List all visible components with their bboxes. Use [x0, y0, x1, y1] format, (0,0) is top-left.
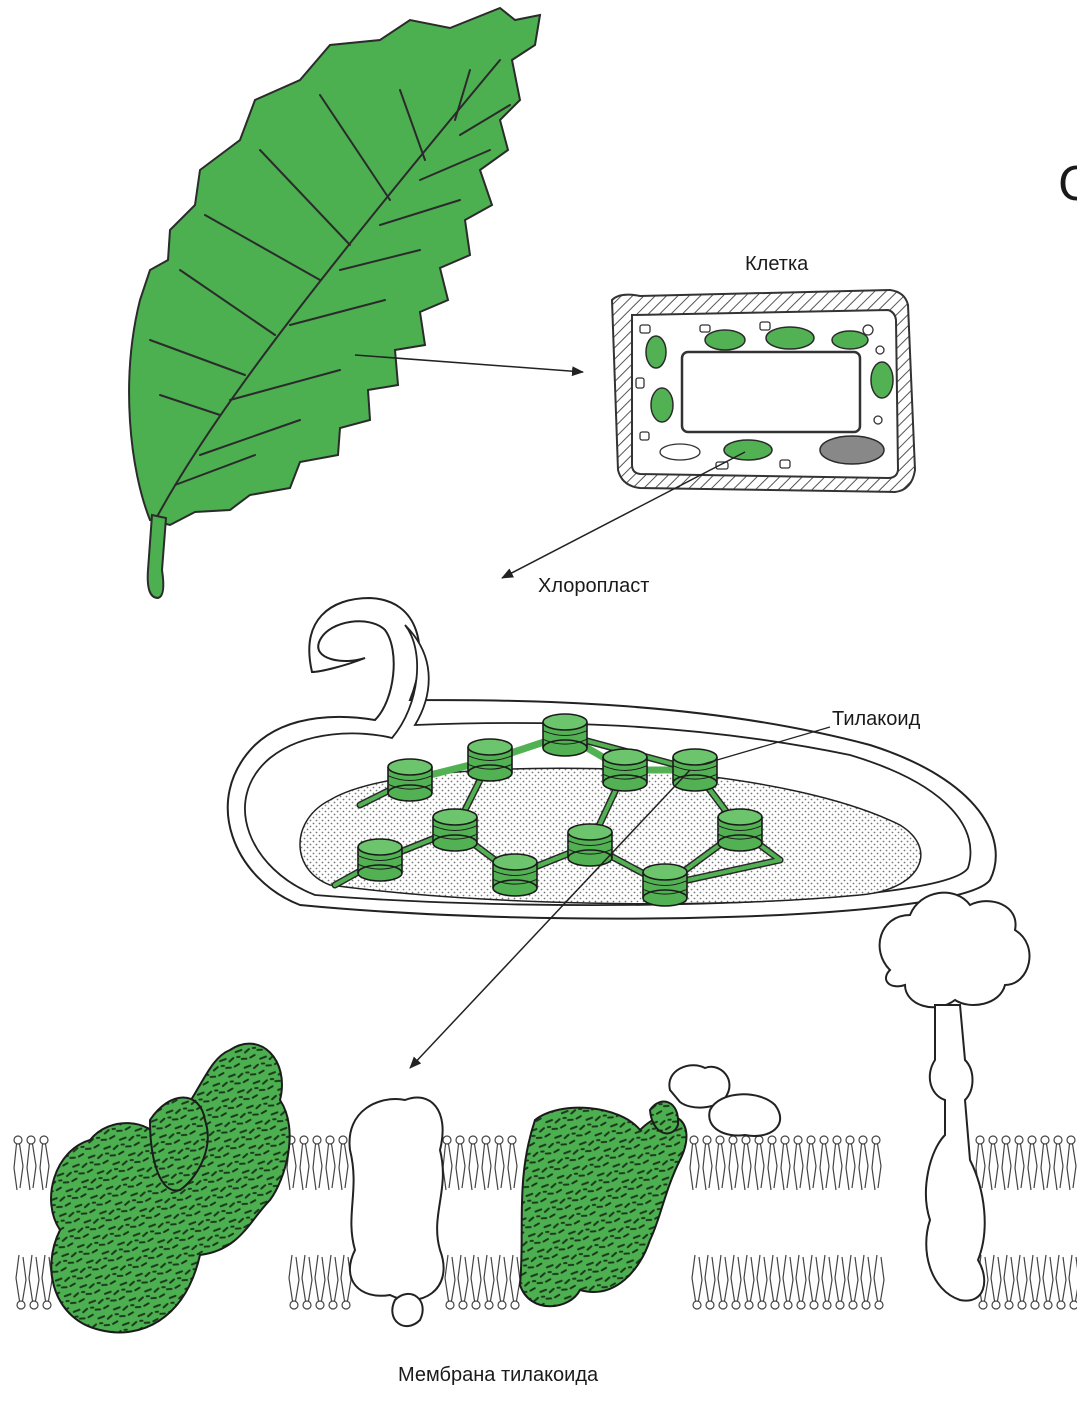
- white-protein-complex-2: [669, 1065, 780, 1136]
- lipid-molecule: [794, 1136, 806, 1309]
- lipid-molecule: [833, 1136, 845, 1309]
- granum-stack: [493, 854, 537, 896]
- cropped-edge-letter: С: [1058, 158, 1077, 210]
- lipid-molecule: [300, 1136, 312, 1309]
- plant-cell: [612, 290, 915, 492]
- lipid-molecule: [1028, 1136, 1040, 1309]
- lipid-molecule: [1015, 1136, 1027, 1309]
- chloroplast: [228, 598, 996, 919]
- atp-synthase: [880, 893, 1030, 1301]
- granum-stack: [543, 714, 587, 756]
- lipid-molecule: [716, 1136, 728, 1309]
- lipid-molecule: [755, 1136, 767, 1309]
- thylakoid-label: Тилакоид: [832, 707, 920, 731]
- lipid-molecule: [443, 1136, 455, 1309]
- lipid-molecule: [326, 1136, 338, 1309]
- lipid-molecule: [872, 1136, 884, 1309]
- lipid-molecule: [287, 1136, 299, 1309]
- lipid-molecule: [469, 1136, 481, 1309]
- lipid-molecule: [339, 1136, 351, 1309]
- granum-stack: [388, 759, 432, 801]
- green-protein-complex-mid: [520, 1102, 686, 1307]
- granum-stack: [468, 739, 512, 781]
- lipid-molecule: [27, 1136, 39, 1309]
- lipid-molecule: [508, 1136, 520, 1309]
- lipid-molecule: [1067, 1136, 1077, 1309]
- lipid-molecule: [482, 1136, 494, 1309]
- lipid-molecule: [495, 1136, 507, 1309]
- granum-stack: [673, 749, 717, 791]
- lipid-molecule: [1054, 1136, 1066, 1309]
- lipid-molecule: [14, 1136, 26, 1309]
- thylakoid-membrane: [14, 893, 1077, 1333]
- lipid-molecule: [807, 1136, 819, 1309]
- lipid-molecule: [703, 1136, 715, 1309]
- lipid-molecule: [456, 1136, 468, 1309]
- chloroplast-label: Хлоропласт: [538, 574, 649, 598]
- cell-vacuole: [682, 352, 860, 432]
- white-protein-complex-1: [350, 1097, 444, 1326]
- lipid-molecule: [690, 1136, 702, 1309]
- leaf-stem: [148, 515, 166, 598]
- lipid-molecule: [781, 1136, 793, 1309]
- lipid-molecule: [313, 1136, 325, 1309]
- lipid-molecule: [742, 1136, 754, 1309]
- lipid-molecule: [40, 1136, 52, 1309]
- lipid-molecule: [989, 1136, 1001, 1309]
- lipid-molecule: [768, 1136, 780, 1309]
- lipid-molecule: [1002, 1136, 1014, 1309]
- lipid-molecule: [1041, 1136, 1053, 1309]
- lipid-molecule: [846, 1136, 858, 1309]
- green-protein-complex-left: [51, 1044, 290, 1333]
- membrane-label: Мембрана тилакоида: [398, 1363, 598, 1387]
- cell-nucleus: [820, 436, 884, 464]
- granum-stack: [718, 809, 762, 851]
- granum-stack: [603, 749, 647, 791]
- leaf: [129, 8, 540, 598]
- lipid-molecule: [729, 1136, 741, 1309]
- granum-stack: [358, 839, 402, 881]
- cell-label: Клетка: [745, 252, 808, 276]
- granum-stack: [643, 864, 687, 906]
- granum-stack: [433, 809, 477, 851]
- lipid-molecule: [820, 1136, 832, 1309]
- lipid-molecule: [859, 1136, 871, 1309]
